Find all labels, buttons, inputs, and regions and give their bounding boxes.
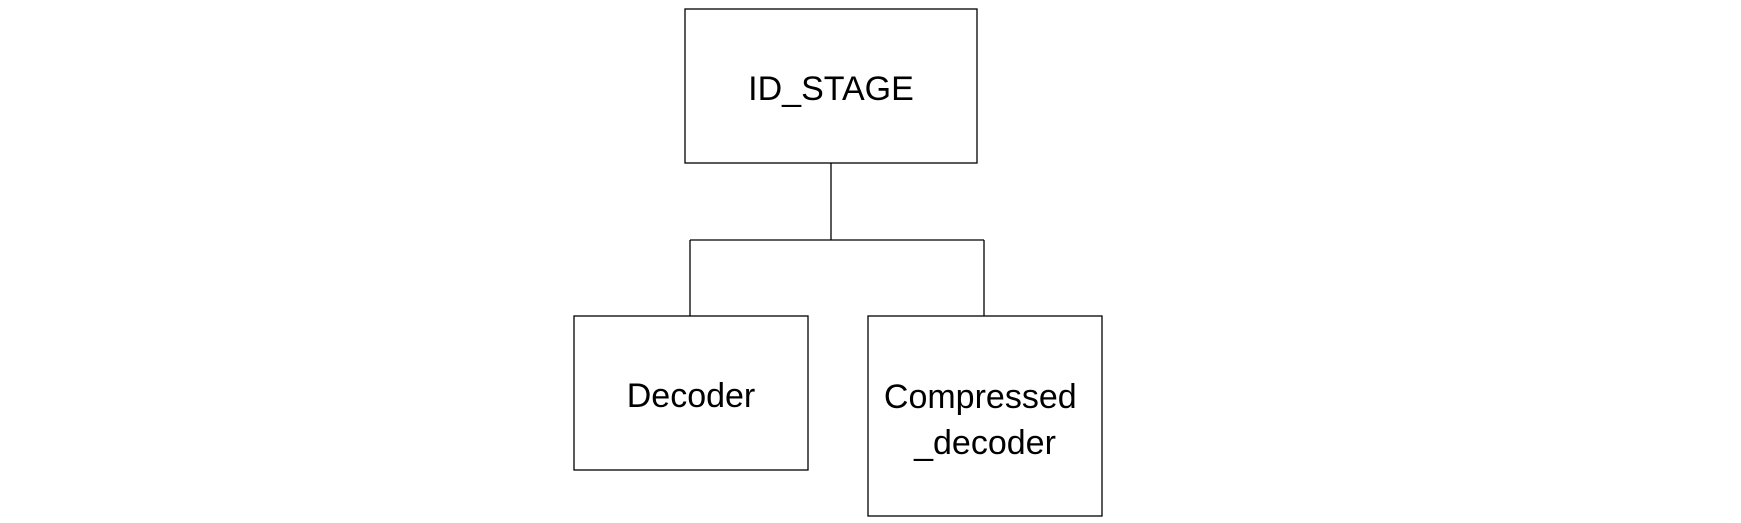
node-decoder-box <box>573 315 809 471</box>
node-id-stage: ID_STAGE <box>684 8 978 164</box>
node-decoder: Decoder <box>573 315 809 471</box>
node-compressed-decoder-box <box>867 315 1103 517</box>
node-compressed-decoder-label-line2: _decoder <box>913 424 1056 462</box>
node-id-stage-box <box>684 8 978 164</box>
node-compressed-decoder-label-line1: Compressed <box>884 378 1077 416</box>
node-id-stage-label: ID_STAGE <box>748 70 914 108</box>
node-compressed-decoder: Compressed _decoder <box>867 315 1103 517</box>
node-compressed-decoder-label: Compressed _decoder <box>884 378 1086 462</box>
node-decoder-label: Decoder <box>627 377 756 415</box>
